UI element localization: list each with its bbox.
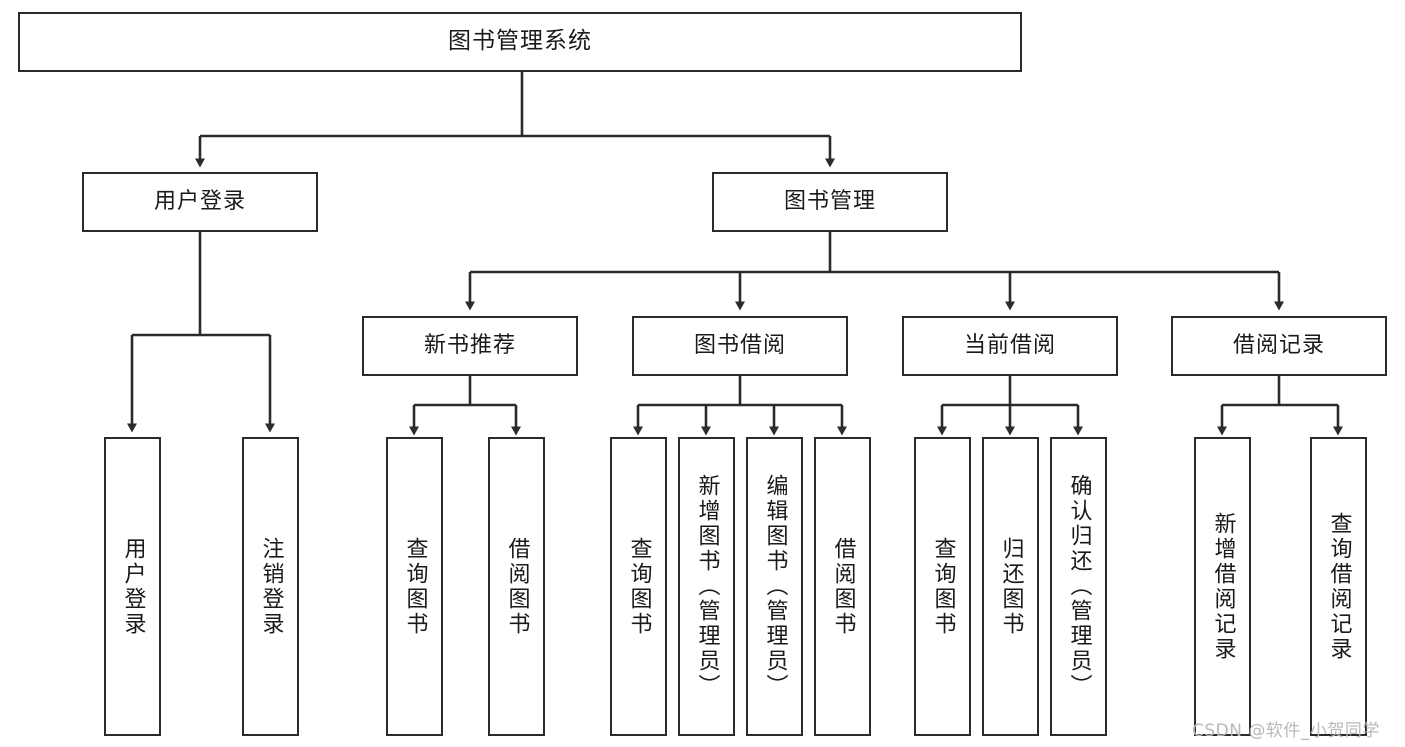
node-label: 查询图书 [402,536,428,637]
node-label: 查询图书 [626,536,652,637]
node-book-management[interactable]: 图书管理 [712,172,948,232]
node-new-book-recommend[interactable]: 新书推荐 [362,316,578,376]
csdn-watermark: CSDN @软件_小贺同学 [1192,721,1380,741]
leaf-user-login[interactable]: 用户登录 [104,437,161,736]
node-label: 图书管理 [783,188,876,214]
leaf-current-confirm-return-admin[interactable]: 确认归还（管理员） [1050,437,1107,736]
node-label: 新增借阅记录 [1210,511,1236,662]
leaf-borrow-add-book-admin[interactable]: 新增图书（管理员） [678,437,735,736]
leaf-current-query-book[interactable]: 查询图书 [914,437,971,736]
node-label: 当前借阅 [963,332,1056,358]
node-label: 查询图书 [930,536,956,637]
node-label: 归还图书 [998,536,1024,637]
leaf-records-query-record[interactable]: 查询借阅记录 [1310,437,1367,736]
leaf-recommend-query-book[interactable]: 查询图书 [386,437,443,736]
leaf-borrow-query-book[interactable]: 查询图书 [610,437,667,736]
leaf-borrow-edit-book-admin[interactable]: 编辑图书（管理员） [746,437,803,736]
node-borrow-records[interactable]: 借阅记录 [1171,316,1387,376]
node-current-borrow[interactable]: 当前借阅 [902,316,1118,376]
node-book-borrow[interactable]: 图书借阅 [632,316,848,376]
leaf-records-add-record[interactable]: 新增借阅记录 [1194,437,1251,736]
node-label: 查询借阅记录 [1326,511,1352,662]
node-label: 新书推荐 [423,332,516,358]
node-label: 图书管理系统 [448,28,592,55]
node-label: 用户登录 [120,536,146,637]
node-user-login[interactable]: 用户登录 [82,172,318,232]
leaf-recommend-borrow-book[interactable]: 借阅图书 [488,437,545,736]
node-label: 借阅记录 [1232,332,1325,358]
node-label: 确认归还（管理员） [1066,474,1092,699]
node-root-system[interactable]: 图书管理系统 [18,12,1022,72]
node-label: 借阅图书 [504,536,530,637]
node-label: 注销登录 [258,536,284,637]
leaf-current-return-book[interactable]: 归还图书 [982,437,1039,736]
node-label: 图书借阅 [693,332,786,358]
node-label: 新增图书（管理员） [694,474,720,699]
node-label: 用户登录 [153,188,246,214]
node-label: 借阅图书 [830,536,856,637]
leaf-borrow-borrow-book[interactable]: 借阅图书 [814,437,871,736]
node-label: 编辑图书（管理员） [762,474,788,699]
leaf-user-logout[interactable]: 注销登录 [242,437,299,736]
